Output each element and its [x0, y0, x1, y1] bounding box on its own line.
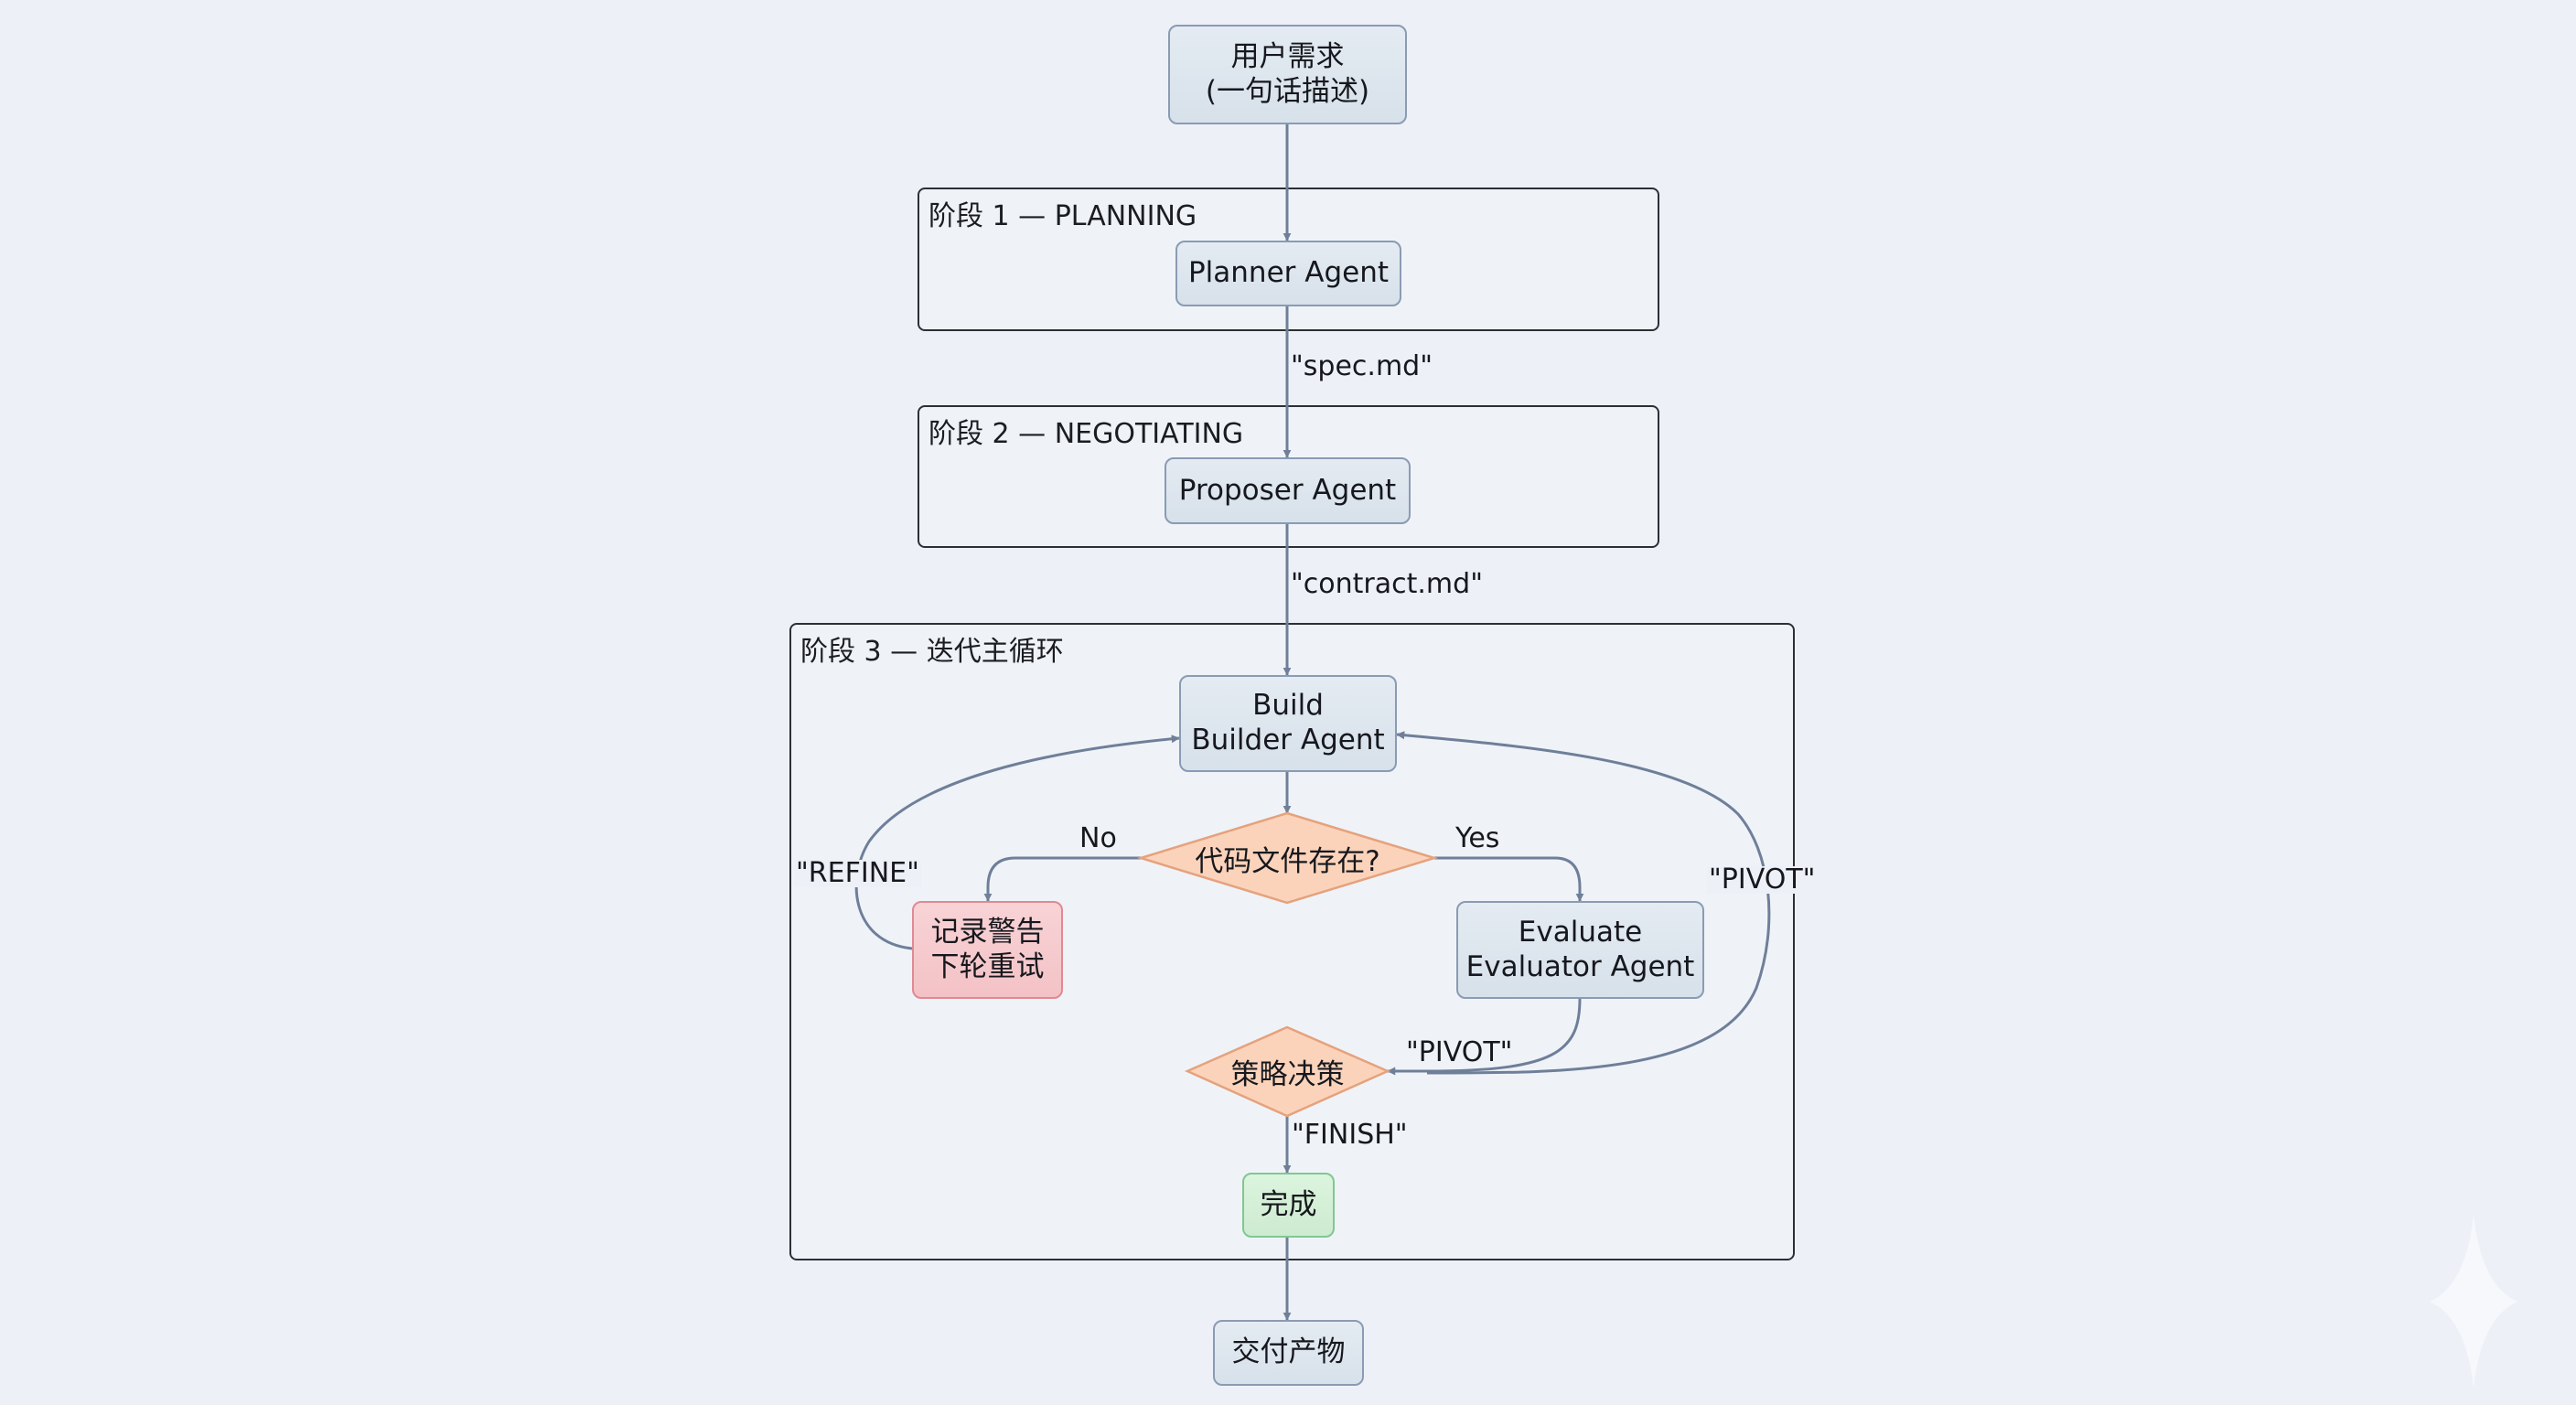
edge-label-yes: Yes [1455, 822, 1500, 854]
warn-retry-label: 记录警告 下轮重试 [930, 915, 1045, 983]
done-node[interactable]: 完成 [1242, 1173, 1335, 1238]
evaluator-agent-label: Evaluate Evaluator Agent [1465, 915, 1695, 983]
edge-evaluator-to-strategy [1387, 998, 1582, 1076]
edge-refine [854, 735, 1180, 950]
user-request-label: 用户需求 (一句话描述) [1205, 39, 1370, 108]
evaluator-agent-node[interactable]: Evaluate Evaluator Agent [1456, 901, 1704, 999]
edge-check-no [983, 856, 1141, 902]
strategy-label[interactable]: 策略决策 [1230, 1058, 1345, 1091]
code-check-diamond [1136, 811, 1439, 905]
strategy-diamond [1184, 1025, 1391, 1118]
edge-label-refine: "REFINE" [794, 857, 921, 889]
deliver-label: 交付产物 [1231, 1335, 1346, 1369]
builder-agent-label: Build Builder Agent [1191, 689, 1385, 756]
phase1-label: 阶段 1 — PLANNING [928, 200, 1197, 232]
proposer-agent-node[interactable]: Proposer Agent [1165, 457, 1411, 524]
edge-label-no: No [1079, 822, 1117, 854]
edge-label-pivot-loop: "PIVOT" [1707, 863, 1818, 896]
deliver-node[interactable]: 交付产物 [1213, 1320, 1364, 1386]
warn-retry-node[interactable]: 记录警告 下轮重试 [912, 901, 1063, 999]
edge-label-pivot-eval: "PIVOT" [1406, 1036, 1513, 1068]
builder-agent-node[interactable]: Build Builder Agent [1179, 675, 1397, 772]
done-label: 完成 [1260, 1187, 1317, 1221]
sparkle-icon [2430, 1215, 2517, 1389]
edge-label-spec: "spec.md" [1291, 350, 1433, 382]
edge-check-yes [1434, 856, 1584, 902]
edge-label-finish: "FINISH" [1292, 1119, 1408, 1151]
planner-agent-node[interactable]: Planner Agent [1175, 241, 1401, 306]
planner-agent-label: Planner Agent [1187, 256, 1390, 290]
phase2-label: 阶段 2 — NEGOTIATING [928, 418, 1244, 450]
proposer-agent-label: Proposer Agent [1178, 473, 1397, 507]
edge-pivot-loop [1396, 731, 1771, 1075]
code-check-label[interactable]: 代码文件存在? [1195, 844, 1380, 878]
user-request-node[interactable]: 用户需求 (一句话描述) [1168, 25, 1407, 124]
edge-label-contract: "contract.md" [1291, 568, 1483, 600]
phase3-label: 阶段 3 — 迭代主循环 [800, 636, 1064, 668]
